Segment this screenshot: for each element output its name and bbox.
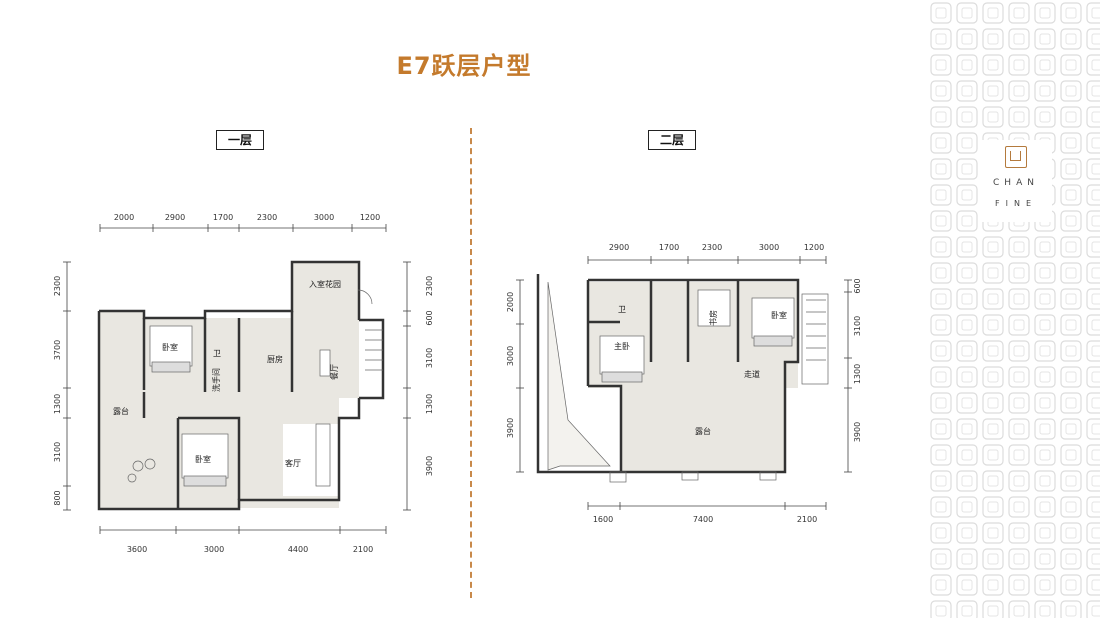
f2-dim-right-1: 3100 [853,316,862,336]
f1-room-dining: 餐厅 [330,364,339,380]
floor-label-2: 二层 [648,130,696,150]
f2-dim-top-0: 2900 [609,243,629,252]
floor1-dim-ticks [63,224,411,534]
floor2-plan [516,256,852,510]
f2-dim-top-2: 2300 [702,243,722,252]
f2-dim-top-4: 1200 [804,243,824,252]
f2-dim-right-2: 1300 [853,364,862,384]
floor2-dims-bottom: 1600 7400 2100 [593,515,817,524]
floor-plans: 2000 2900 1700 2300 3000 1200 3600 3000 … [53,213,862,554]
f2-dim-bottom-2: 2100 [797,515,817,524]
floor2-dims-left: 2000 3000 3900 [506,292,515,438]
f1-dim-bottom-1: 3000 [204,545,224,554]
f1-room-terrace: 露台 [113,406,129,416]
plan-title: E7跃层户型 [396,52,532,80]
floor-label-1: 一层 [216,130,264,150]
f1-dim-left-4: 800 [53,490,62,505]
floor2-dim-lines [519,259,849,507]
f1-dim-top-4: 3000 [314,213,334,222]
f2-dim-bottom-0: 1600 [593,515,613,524]
floor1-dims-top: 2000 2900 1700 2300 3000 1200 [114,213,380,222]
f1-dim-right-4: 3900 [425,456,434,476]
floor2-dim-ticks [516,256,852,510]
f1-dim-bottom-0: 3600 [127,545,147,554]
f1-dim-top-2: 1700 [213,213,233,222]
f1-dim-right-0: 2300 [425,276,434,296]
floor2-dims-top: 2900 1700 2300 3000 1200 [609,243,824,252]
logo-mark-icon [1005,146,1027,168]
floor1-dims-right: 2300 600 3100 1300 3900 [425,276,434,476]
f1-room-bedroom-a: 卧室 [162,342,178,352]
floor1-walls [97,260,385,511]
brand-line-2: FINE [995,199,1037,208]
f1-dim-bottom-3: 2100 [353,545,373,554]
decorative-pattern [928,0,1100,618]
f2-dim-bottom-1: 7400 [693,515,713,524]
f2-dim-right-3: 3900 [853,422,862,442]
f1-room-kitchen: 厨房 [267,354,283,364]
f1-dim-right-1: 600 [425,310,434,325]
f1-dim-left-1: 3700 [53,340,62,360]
f1-dim-left-2: 1300 [53,394,62,414]
f1-dim-bottom-2: 4400 [288,545,308,554]
f2-dim-top-1: 1700 [659,243,679,252]
f1-room-bath: 卫 [213,349,221,358]
floor2-furniture [547,281,829,483]
f2-room-master: 主卧 [614,341,630,351]
f2-room-terrace: 露台 [695,426,711,436]
f2-dim-right-0: 600 [853,278,862,293]
brand-line-1: CHAN [993,178,1039,188]
floor1-room-labels: 入室花园 卧室 卫 厨房 餐厅 洗手间 露台 卧室 客厅 [113,279,341,468]
floor1-dims-left: 2300 3700 1300 3100 800 [53,276,62,506]
f1-dim-left-3: 3100 [53,442,62,462]
f1-dim-top-3: 2300 [257,213,277,222]
f2-room-bath: 卫 [618,305,626,314]
f2-dim-top-3: 3000 [759,243,779,252]
f2-dim-left-1: 3000 [506,346,515,366]
f2-room-study: 书房 [708,310,718,326]
f1-room-bedroom-b: 卧室 [195,454,211,464]
f1-dim-top-1: 2900 [165,213,185,222]
floor1-plan [63,224,411,534]
f1-room-entry-garden: 入室花园 [309,279,341,289]
f1-dim-top-0: 2000 [114,213,134,222]
f2-dim-left-2: 3900 [506,418,515,438]
f1-room-wash: 洗手间 [211,368,221,392]
floor1-dims-bottom: 3600 3000 4400 2100 [127,545,373,554]
f1-dim-left-0: 2300 [53,276,62,296]
floor-divider [470,128,472,598]
floor2-room-labels: 卫 书房 卧室 主卧 走道 露台 [614,305,787,436]
f2-room-bedroom: 卧室 [771,310,787,320]
f1-room-living: 客厅 [285,458,301,468]
floor1-dim-lines [66,227,408,531]
floor2-dims-right: 600 3100 1300 3900 [853,278,862,442]
floor1-furniture [127,289,383,487]
brand-logo: CHAN FINE [980,140,1052,222]
f2-dim-left-0: 2000 [506,292,515,312]
f1-dim-right-3: 1300 [425,394,434,414]
f1-dim-top-5: 1200 [360,213,380,222]
f1-dim-right-2: 3100 [425,348,434,368]
f2-room-corridor: 走道 [744,369,760,379]
floor2-walls [536,274,800,474]
